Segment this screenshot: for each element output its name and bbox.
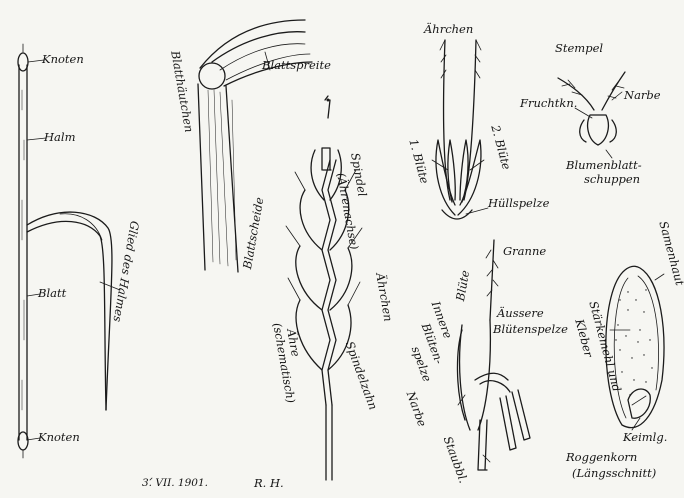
label-aehrchen-top: Ährchen	[424, 24, 473, 36]
label-narbe-top: Narbe	[624, 90, 661, 102]
top-node	[18, 53, 28, 71]
label-bluetenspelze: Blütenspelze	[493, 324, 568, 336]
leaf-sheath	[198, 84, 238, 272]
pistil-figure	[558, 72, 625, 158]
ovary	[588, 115, 609, 145]
leaf-blade-upper	[200, 20, 312, 86]
leaf-blade	[27, 212, 112, 410]
artist-initials: R. H.	[254, 478, 284, 490]
grain-figure	[606, 266, 664, 430]
label-fruchtkn: Fruchtkn.	[520, 98, 577, 110]
label-stempel: Stempel	[555, 43, 603, 55]
label-halm: Halm	[44, 132, 75, 144]
date-stamp: 3. VII. 1901.	[142, 478, 208, 489]
ligule	[199, 63, 225, 89]
label-laengsschnitt: (Längsschnitt)	[572, 468, 656, 480]
label-roggenkorn: Roggenkorn	[566, 452, 637, 464]
embryo	[628, 389, 650, 418]
spikelet-figure	[432, 40, 488, 219]
label-aeussere: Äussere	[497, 308, 544, 320]
label-knoten-top: Knoten	[42, 54, 84, 66]
label-schuppen: schuppen	[584, 174, 640, 186]
label-granne: Granne	[503, 246, 546, 258]
label-huellspelze: Hüllspelze	[488, 198, 549, 210]
flower-stigma	[475, 373, 510, 392]
bottom-node	[18, 432, 28, 450]
label-blatt: Blatt	[38, 288, 66, 300]
label-blumenblatt: Blumenblatt-	[566, 160, 642, 172]
stem-segment-figure	[18, 44, 120, 458]
rachis	[322, 160, 336, 405]
label-blattspreite: Blattspreite	[262, 60, 331, 72]
label-keimlg: Keimlg.	[623, 432, 667, 444]
stamen	[478, 420, 487, 470]
label-knoten-bottom: Knoten	[38, 432, 80, 444]
